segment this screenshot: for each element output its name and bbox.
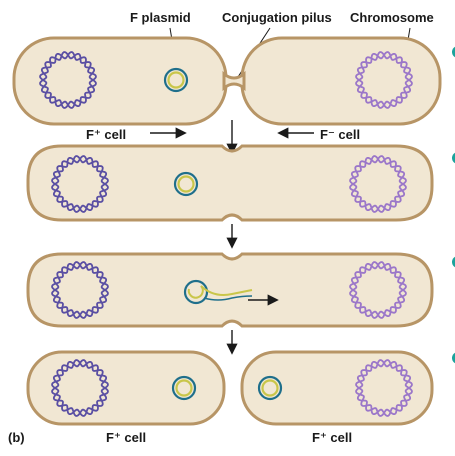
panel-label: (b) [8, 430, 25, 445]
left-f-plasmid [171, 375, 197, 401]
f-plasmid-label: F plasmid [130, 10, 191, 25]
recipient-chromosome [349, 155, 407, 213]
fused-cells [26, 144, 434, 222]
row-4 [26, 350, 434, 426]
right-chromosome [355, 359, 413, 417]
row-1 [12, 36, 442, 126]
step-marker-4 [452, 352, 455, 364]
plasmid-inner-strand [177, 175, 195, 193]
conjugation-pilus-label: Conjugation pilus [222, 10, 332, 25]
right-f-plus-cell [240, 350, 434, 426]
step-marker-3 [452, 256, 455, 268]
dna-strand [349, 155, 407, 213]
f-plus-cell-label: F⁺ cell [86, 127, 126, 142]
f-plasmid [163, 67, 189, 93]
recipient-chromosome [355, 51, 413, 109]
step-marker-1 [452, 46, 455, 58]
plasmid-inner-strand [175, 379, 193, 397]
left-chromosome [51, 359, 109, 417]
plasmid-outer-strand [171, 375, 197, 401]
row-2 [26, 144, 434, 222]
plasmid-outer-strand [163, 67, 189, 93]
plasmid-outer-strand [173, 171, 199, 197]
bottom-right-f-plus-label: F⁺ cell [312, 430, 352, 445]
row-3 [26, 252, 434, 328]
f-plasmid-transfer [183, 279, 253, 305]
donor-chromosome [51, 155, 109, 213]
bottom-left-f-plus-label: F⁺ cell [106, 430, 146, 445]
donor-chromosome [51, 261, 109, 319]
chromosome-label: Chromosome [350, 10, 434, 25]
plasmid-inner-strand [261, 379, 279, 397]
dna-strand [51, 359, 109, 417]
right-f-plasmid [257, 375, 283, 401]
step-marker-2 [452, 152, 455, 164]
dna-strand [355, 51, 413, 109]
conjugation-pilus [222, 70, 246, 92]
fused-cells [26, 252, 434, 328]
f-plasmid [173, 171, 199, 197]
dna-strand [39, 51, 97, 109]
dna-strand [349, 261, 407, 319]
left-f-plus-cell [26, 350, 226, 426]
dna-strand [51, 261, 109, 319]
plasmid-outer-strand [257, 375, 283, 401]
dna-strand [355, 359, 413, 417]
dna-strand [51, 155, 109, 213]
donor-chromosome [39, 51, 97, 109]
plasmid-inner-strand [167, 71, 185, 89]
f-minus-cell-label: F⁻ cell [320, 127, 360, 142]
recipient-chromosome [349, 261, 407, 319]
